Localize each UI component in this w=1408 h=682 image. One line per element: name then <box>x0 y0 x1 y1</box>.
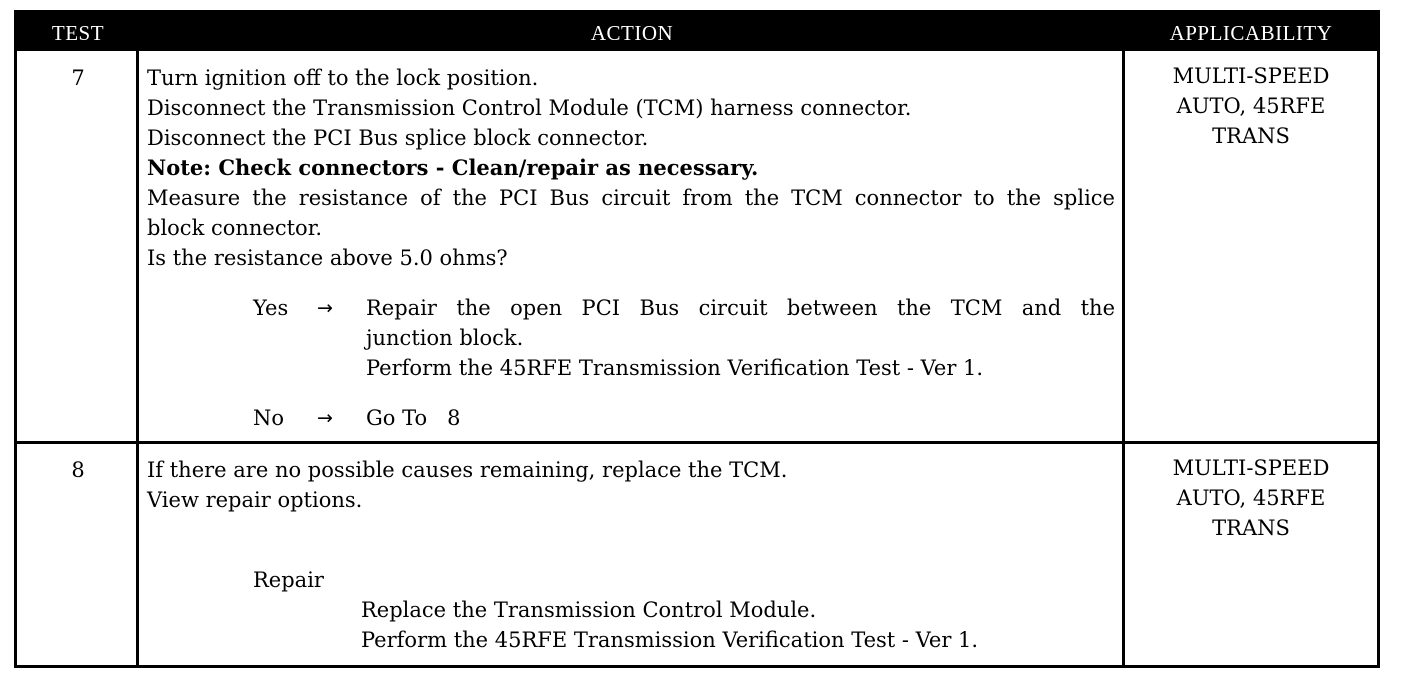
goto-link[interactable]: Go To 8 <box>366 406 461 430</box>
row-divider <box>17 441 1377 444</box>
applicability-line: TRANS <box>1212 516 1290 540</box>
repair-label: Repair <box>253 568 324 592</box>
header-action: ACTION <box>590 21 674 45</box>
right-arrow-icon: → <box>317 407 333 429</box>
action-line: Measure the resistance of the PCI Bus ci… <box>147 186 1115 210</box>
header-applicability: APPLICABILITY <box>1169 21 1333 45</box>
applicability-line: TRANS <box>1212 124 1290 148</box>
right-arrow-icon: → <box>317 297 333 319</box>
header-test: TEST <box>51 21 105 45</box>
repair-action-line: Replace the Transmission Control Module. <box>361 598 817 622</box>
table-header: TEST ACTION APPLICABILITY <box>17 13 1377 51</box>
yes-action-line: junction block. <box>366 326 524 350</box>
applicability-line: MULTI-SPEED <box>1172 456 1330 480</box>
test-number-7: 7 <box>71 66 85 90</box>
diagnostic-table: TEST ACTION APPLICABILITY 7 Turn ignitio… <box>14 10 1380 668</box>
yes-label: Yes <box>253 296 289 320</box>
column-divider <box>1122 51 1125 665</box>
yes-action-line: Perform the 45RFE Transmission Verificat… <box>366 356 984 380</box>
action-line: Disconnect the Transmission Control Modu… <box>147 96 912 120</box>
applicability-line: AUTO, 45RFE <box>1176 486 1326 510</box>
note-line: Note: Check connectors - Clean/repair as… <box>147 155 759 180</box>
action-line: Turn ignition off to the lock position. <box>147 66 539 90</box>
action-line: Disconnect the PCI Bus splice block conn… <box>147 126 649 150</box>
test-number-8: 8 <box>71 458 85 482</box>
no-label: No <box>253 406 285 430</box>
action-line: If there are no possible causes remainin… <box>147 458 788 482</box>
applicability-line: MULTI-SPEED <box>1172 64 1330 88</box>
yes-action-line: Repair the open PCI Bus circuit between … <box>366 296 1115 320</box>
action-line[interactable]: View repair options. <box>147 488 363 512</box>
repair-action-line: Perform the 45RFE Transmission Verificat… <box>361 628 979 652</box>
applicability-line: AUTO, 45RFE <box>1176 94 1326 118</box>
action-line: block connector. <box>147 216 323 240</box>
column-divider <box>136 51 139 665</box>
question-line: Is the resistance above 5.0 ohms? <box>147 246 508 270</box>
